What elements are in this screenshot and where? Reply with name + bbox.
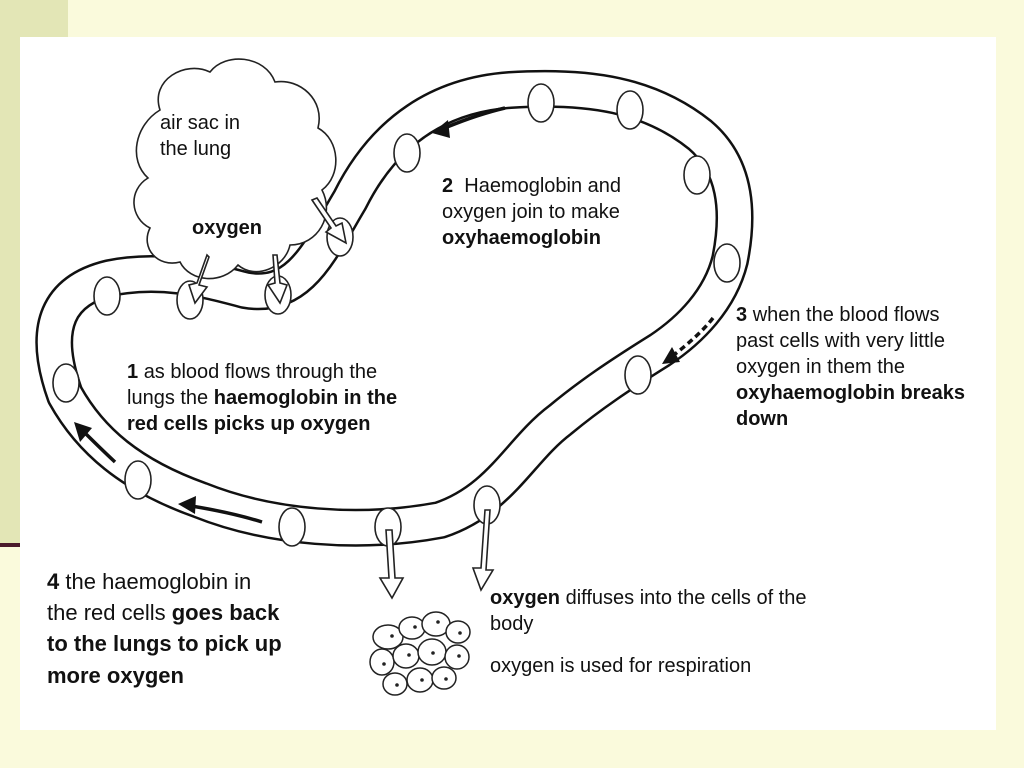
- oxygen-out-arrow: [471, 509, 495, 592]
- oxygen-label: oxygen: [192, 217, 263, 239]
- oxygen-diffusion-arrows: [187, 197, 495, 600]
- oxygen-diffuses-label: oxygen diffuses into the cells of the bo…: [490, 587, 807, 635]
- oxygen-in-arrow: [310, 197, 348, 245]
- respiration-label: oxygen is used for respiration: [490, 655, 752, 677]
- body-cell: [431, 666, 457, 690]
- step-2-label: 2 Haemoglobin and oxygen join to make ox…: [442, 175, 622, 249]
- red-cells: [52, 83, 741, 547]
- air-sac-cloud: [133, 58, 337, 280]
- body-cell: [372, 624, 404, 650]
- body-cell: [406, 667, 434, 693]
- red-cell: [527, 83, 555, 123]
- body-cell: [444, 644, 470, 670]
- red-cell: [393, 133, 421, 173]
- body-cells: [369, 611, 471, 696]
- red-cell: [52, 363, 80, 403]
- step-3-label: 3 when the blood flows past cells with v…: [736, 304, 965, 430]
- arrowhead: [178, 496, 196, 514]
- red-cell: [713, 243, 741, 283]
- oxygen-in-arrow: [187, 253, 210, 305]
- arrowhead: [74, 422, 92, 442]
- red-cell: [124, 460, 152, 500]
- slide-accent-line: [0, 543, 20, 547]
- oxygen-out-arrow: [378, 529, 405, 600]
- flow-arrowheads: [74, 120, 680, 514]
- oxygen-in-arrow: [266, 254, 289, 305]
- red-cell: [616, 90, 644, 130]
- arrowhead: [662, 347, 680, 364]
- body-cell: [398, 616, 426, 640]
- body-cell: [445, 620, 471, 644]
- arrowhead: [432, 120, 450, 138]
- step-1-label: 1 as blood flows through the lungs the h…: [127, 361, 398, 435]
- red-cell: [624, 355, 652, 395]
- body-cell-nuclei: [382, 620, 462, 687]
- step-4-label: 4 the haemoglobin in the red cells goes …: [47, 569, 282, 688]
- red-cell: [683, 155, 711, 195]
- red-cell: [93, 276, 121, 316]
- body-cell: [382, 672, 408, 696]
- air-sac-label: air sac in the lung: [160, 112, 241, 160]
- red-cell: [278, 507, 306, 547]
- body-cell: [392, 643, 420, 669]
- body-cell: [369, 648, 395, 676]
